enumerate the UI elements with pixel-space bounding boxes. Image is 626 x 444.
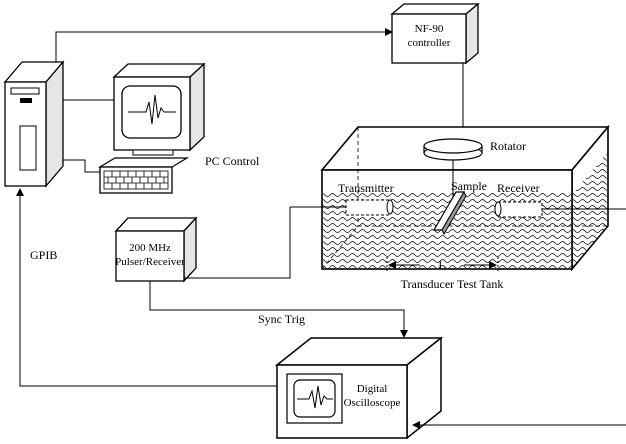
- tank-caption: Transducer Test Tank: [401, 277, 504, 291]
- digital-oscilloscope: Digital Oscilloscope: [274, 336, 444, 440]
- gpib-label: GPIB: [30, 248, 57, 262]
- distance-marker: [386, 257, 499, 273]
- distance-label: L: [438, 258, 445, 272]
- pulser-frequency-label: 200 MHz: [129, 242, 171, 254]
- pc-tower: [3, 60, 65, 188]
- nf90-controller-box: NF-90 controller: [390, 2, 480, 65]
- rotator-label: Rotator: [490, 139, 526, 153]
- rotator: [423, 138, 483, 215]
- receiver-transducer: [494, 201, 626, 218]
- oscilloscope-label-line1: Digital: [357, 383, 388, 395]
- pc-to-controller-cable: [55, 28, 393, 62]
- pc-cables: [63, 99, 114, 173]
- sync-trig-label: Sync Trig: [258, 312, 305, 326]
- pulser-name-label: Pulser/Receiver: [115, 256, 185, 268]
- pc-control-label: PC Control: [205, 154, 260, 168]
- controller-name-label: controller: [408, 37, 451, 49]
- sample-plate: [432, 190, 467, 236]
- pc-keyboard: [97, 157, 190, 194]
- oscilloscope-label-line2: Oscilloscope: [344, 397, 401, 409]
- transmitter-label: Transmitter: [338, 181, 394, 195]
- pc-monitor: [112, 62, 206, 156]
- sample-label: Sample: [451, 179, 487, 193]
- pulser-to-transmitter-cable: [184, 207, 291, 279]
- pulser-receiver-box: 200 MHz Pulser/Receiver: [114, 216, 198, 283]
- transmitter-transducer: [290, 199, 394, 216]
- receiver-label: Receiver: [497, 181, 540, 195]
- controller-model-label: NF-90: [415, 23, 444, 35]
- gpib-cable: [16, 188, 277, 387]
- sync-trigger-cable: [149, 281, 408, 338]
